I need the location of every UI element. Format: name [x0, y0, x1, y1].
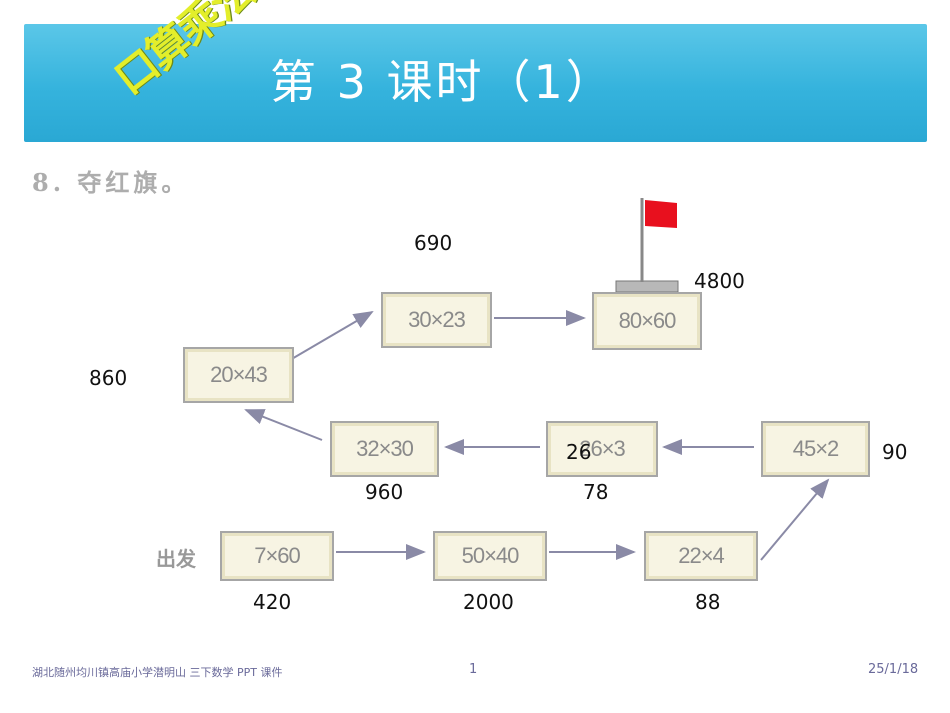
- footer-page-number: 1: [469, 662, 478, 677]
- answer-2000: 2000: [463, 590, 514, 614]
- answer-88: 88: [695, 590, 721, 614]
- box-30x23: 30×23: [381, 292, 492, 348]
- answer-860: 860: [89, 366, 128, 390]
- slide-title: 第 3 课时（1）: [270, 55, 615, 109]
- box-26x3: 26×3: [546, 421, 658, 477]
- answer-420: 420: [253, 590, 292, 614]
- arrow-6: [244, 409, 323, 441]
- answer-4800: 4800: [694, 269, 745, 293]
- problem-label: 8. 夺红旗。: [32, 168, 190, 197]
- box-45x2: 45×2: [761, 421, 870, 477]
- answer-690: 690: [414, 231, 453, 255]
- title-banner: [24, 24, 927, 142]
- footer-school: 湖北随州均川镇高庙小学潜明山 三下数学 PPT 课件: [32, 666, 283, 679]
- box-80x60: 80×60: [592, 292, 702, 350]
- box-20x43: 20×43: [183, 347, 294, 403]
- start-label: 出发: [156, 547, 196, 571]
- answer-26: 26: [566, 440, 592, 464]
- box-7x60: 7×60: [220, 531, 334, 581]
- arrow-3: [760, 478, 830, 561]
- arrow-7: [289, 310, 374, 361]
- box-22x4: 22×4: [644, 531, 758, 581]
- answer-960: 960: [365, 480, 404, 504]
- answer-90: 90: [882, 440, 908, 464]
- box-50x40: 50×40: [433, 531, 547, 581]
- footer-date: 25/1/18: [868, 662, 919, 677]
- box-32x30: 32×30: [330, 421, 439, 477]
- flag-base: [615, 280, 679, 293]
- answer-78: 78: [583, 480, 609, 504]
- red-flag-icon: [645, 200, 677, 228]
